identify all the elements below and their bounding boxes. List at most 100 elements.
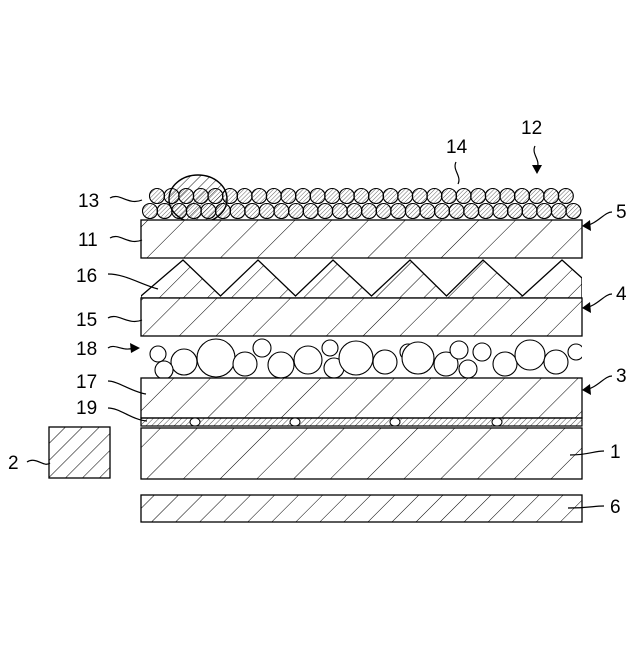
bead-12	[405, 204, 420, 219]
label-3: 3	[616, 366, 627, 387]
back-bead-19	[390, 418, 400, 426]
sheet-5	[141, 175, 582, 258]
diffusion-bead-18	[493, 352, 517, 376]
label-19: 19	[76, 398, 97, 419]
leader-13	[110, 196, 142, 201]
reflection-sheet-6	[141, 495, 582, 522]
bead-12	[252, 189, 267, 204]
diffusion-bead-18	[253, 339, 271, 357]
bead-12	[150, 189, 165, 204]
diffusion-bead-18	[459, 360, 477, 378]
diffusion-bead-18	[322, 340, 338, 356]
arrow-12	[532, 165, 542, 174]
bead-12	[143, 204, 158, 219]
leader-11	[110, 236, 142, 241]
bead-12	[266, 189, 281, 204]
bead-12	[391, 204, 406, 219]
bead-12	[529, 189, 544, 204]
bead-12	[310, 189, 325, 204]
leader-16	[108, 274, 158, 289]
diffusion-bead-18	[515, 340, 545, 370]
arrow-18	[130, 343, 140, 353]
label-6: 6	[610, 497, 621, 518]
diffusion-bead-18	[402, 342, 434, 374]
bead-12	[318, 204, 333, 219]
sheet-4	[141, 260, 582, 336]
bead-12	[376, 204, 391, 219]
bead-12	[259, 204, 274, 219]
bead-12	[558, 189, 573, 204]
bead-12	[442, 189, 457, 204]
bead-12	[237, 189, 252, 204]
bead-12	[522, 204, 537, 219]
bead-12	[339, 189, 354, 204]
arrow-4	[582, 302, 591, 313]
diffusion-bead-18	[544, 350, 568, 374]
arrow-3	[582, 384, 591, 395]
label-11: 11	[78, 230, 98, 251]
back-layer-19	[141, 418, 582, 426]
label-17: 17	[76, 372, 97, 393]
large-bead-13	[169, 175, 227, 223]
leader-17	[108, 381, 146, 394]
bead-12	[230, 204, 245, 219]
bead-12	[544, 189, 559, 204]
bead-12	[289, 204, 304, 219]
diffusion-bead-18	[373, 350, 397, 374]
diffusion-bead-18	[339, 341, 373, 375]
bead-12	[464, 204, 479, 219]
bead-12	[493, 204, 508, 219]
bead-12	[420, 204, 435, 219]
label-18: 18	[76, 339, 97, 360]
label-13: 13	[78, 191, 99, 212]
back-bead-19	[190, 418, 200, 426]
bead-12	[508, 204, 523, 219]
bead-12	[566, 204, 581, 219]
diffusion-bead-18	[294, 346, 322, 374]
label-4: 4	[616, 284, 627, 305]
diffusion-bead-18	[568, 344, 584, 360]
label-12: 12	[521, 118, 542, 139]
label-1: 1	[610, 442, 621, 463]
label-15: 15	[76, 310, 97, 331]
prism-layer-16	[141, 260, 582, 298]
diffusion-bead-18	[150, 346, 166, 362]
base-layer-11	[141, 220, 582, 258]
diffusion-bead-18	[473, 343, 491, 361]
diffusion-bead-18	[155, 361, 173, 379]
bead-12	[296, 189, 311, 204]
label-14: 14	[446, 137, 468, 158]
bead-12	[347, 204, 362, 219]
bead-12	[456, 189, 471, 204]
bead-12	[412, 189, 427, 204]
bead-12	[369, 189, 384, 204]
diffusion-bead-18	[197, 339, 235, 377]
bead-12	[427, 189, 442, 204]
label-16: 16	[76, 266, 97, 287]
label-2: 2	[8, 453, 19, 474]
bead-12	[303, 204, 318, 219]
bead-12	[500, 189, 515, 204]
diffusion-bead-layer-18	[150, 339, 584, 379]
bead-12	[471, 189, 486, 204]
back-bead-19	[290, 418, 300, 426]
base-layer-17	[141, 378, 582, 418]
bead-12	[332, 204, 347, 219]
bead-12	[449, 204, 464, 219]
leader-18	[108, 346, 134, 349]
diffusion-bead-18	[171, 349, 197, 375]
bead-12	[398, 189, 413, 204]
sheet-3	[141, 339, 584, 426]
bead-layer-12	[143, 175, 581, 223]
bead-12	[435, 204, 450, 219]
bead-12	[325, 189, 340, 204]
bead-12	[551, 204, 566, 219]
label-5: 5	[616, 202, 627, 223]
leader-2	[27, 460, 50, 464]
arrow-5	[582, 220, 591, 231]
base-layer-15	[141, 298, 582, 336]
leader-15	[108, 316, 142, 321]
bead-12	[354, 189, 369, 204]
